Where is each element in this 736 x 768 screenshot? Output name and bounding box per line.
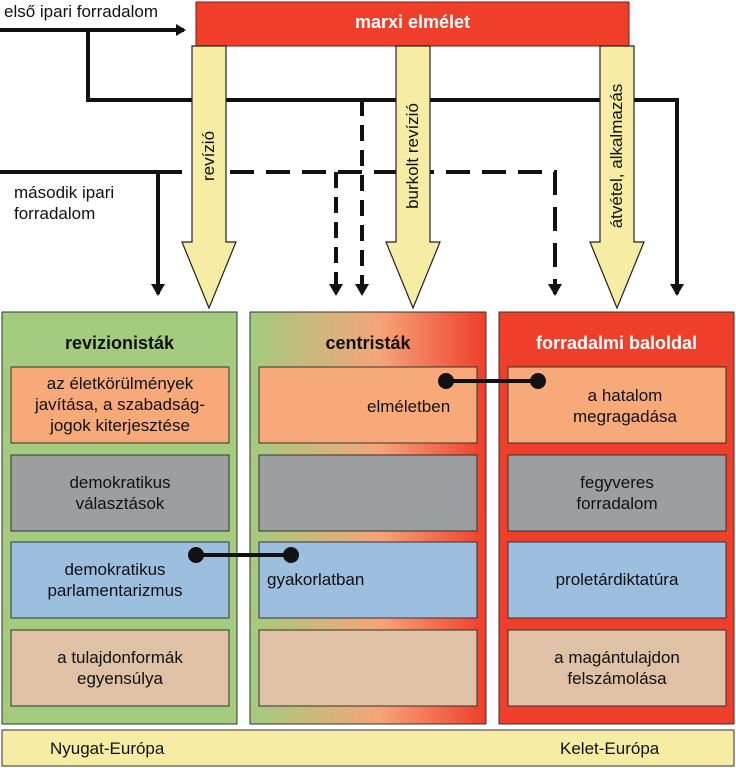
footer-east-label: Kelet-Európa xyxy=(560,739,660,758)
revisionists-row-1: az életkörülmények javítása, a szabadság… xyxy=(34,374,206,435)
revision-arrow-label: revízió xyxy=(199,130,218,182)
revisionists-row-3: demokratikus parlamentarizmus xyxy=(47,560,183,600)
centrists-row-1: elméletben xyxy=(367,397,451,416)
revisionists-row-2: demokratikus választások xyxy=(69,473,171,513)
page-title: marxi elmélet xyxy=(354,12,471,32)
left-title: forradalmi baloldal xyxy=(535,333,698,353)
connector-theory xyxy=(438,373,546,389)
first-revolution-label: első ipari forradalom xyxy=(4,2,159,21)
hidden-revision-arrow-label: burkolt revízió xyxy=(403,103,422,209)
title-box xyxy=(195,1,630,47)
revisionists-row-4: a tulajdonformák egyensúlya xyxy=(57,648,183,688)
flow-lines xyxy=(0,24,684,296)
footer-west-label: Nyugat-Európa xyxy=(50,739,165,758)
revision-arrow xyxy=(181,45,237,310)
left-row-3: proletárdiktatúra xyxy=(555,570,679,589)
footer-band xyxy=(1,729,735,767)
hidden-revision-arrow xyxy=(385,45,441,310)
centrists-row-3: gyakorlatban xyxy=(267,570,365,589)
left-row-2: fegyveres forradalom xyxy=(576,473,658,513)
yellow-arrows xyxy=(181,45,645,310)
second-revolution-label: második ipari forradalom xyxy=(14,183,115,223)
left-row-1: a hatalom megragadása xyxy=(573,386,677,426)
connector-practice xyxy=(188,547,299,563)
adoption-arrow xyxy=(589,45,645,310)
second-revolution-dashed-line xyxy=(158,170,562,296)
adoption-arrow-label: átvétel, alkalmazás xyxy=(607,83,626,229)
revisionists-title: revizionisták xyxy=(64,333,175,353)
left-row-4: a magántulajdon felszámolása xyxy=(554,648,680,688)
centrists-title: centristák xyxy=(325,333,411,353)
first-revolution-to-left-line xyxy=(86,30,684,296)
